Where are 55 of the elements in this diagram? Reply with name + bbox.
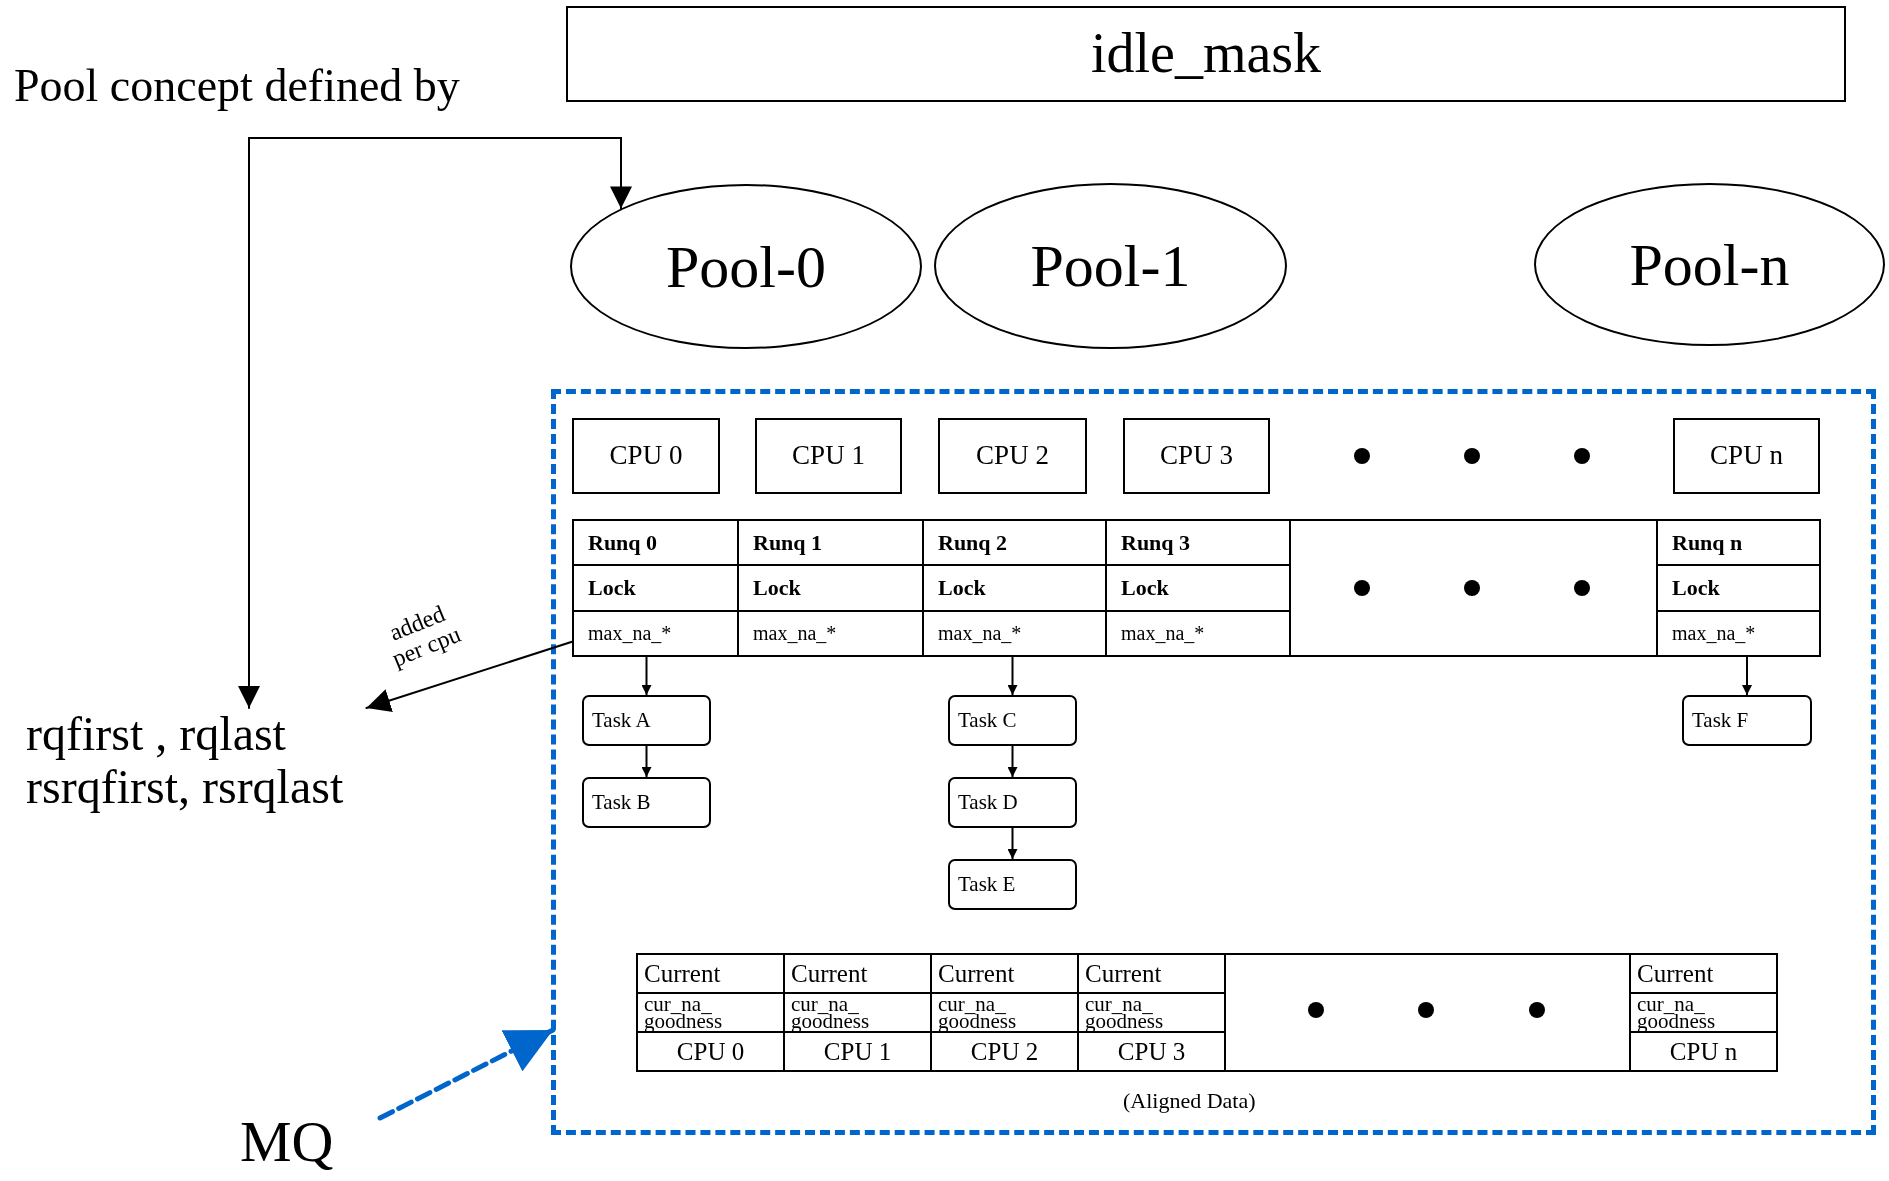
table-cell-text: Runq 1 [752, 528, 824, 557]
field-names-text: rsrqfirst, rsrqlast [26, 760, 345, 814]
cpu-box [1123, 418, 1270, 494]
table-cell-text: Current [790, 959, 869, 989]
arrow [365, 640, 573, 713]
box-label: CPU n [1710, 441, 1783, 471]
arrow [377, 1027, 556, 1121]
box-label: idle_mask [1090, 23, 1322, 85]
table-cell-text: Current [643, 959, 722, 989]
arrow [1742, 656, 1752, 696]
arrow [641, 745, 652, 778]
cpu-box [572, 418, 720, 494]
pool-label: Pool-1 [1030, 233, 1191, 299]
table-cell-text: Runq 0 [587, 528, 659, 557]
box-label: CPU 1 [792, 441, 865, 471]
box-label: CPU 2 [976, 441, 1049, 471]
arrow [641, 656, 652, 696]
cpu-box [755, 418, 902, 494]
field-names-text: MQ [240, 1110, 335, 1174]
runqueue-column [1105, 519, 1291, 657]
current-column [1077, 953, 1226, 1072]
table-cell-text: Current [1084, 959, 1163, 989]
current-column [930, 953, 1079, 1072]
mask-box [566, 6, 1846, 102]
field-names-text: rqfirst , rqlast [26, 708, 287, 761]
runqueue-column [572, 519, 739, 657]
arrow [238, 137, 632, 709]
task-box: Task E [948, 859, 1077, 910]
table-cell-text: Runq n [1671, 528, 1744, 557]
current-column [1629, 953, 1778, 1072]
task-box: Task B [582, 777, 711, 828]
box-label: CPU 0 [609, 441, 683, 471]
table-cell-text: Runq 3 [1120, 528, 1192, 557]
current-column [783, 953, 932, 1072]
arrow [1007, 745, 1018, 778]
task-box: Task A [582, 695, 711, 746]
box-label: CPU 3 [1160, 441, 1233, 471]
task-box: Task F [1682, 695, 1812, 746]
pool-label: Pool-n [1629, 231, 1790, 298]
cpu-box [1673, 418, 1820, 494]
table-cell-text: Current [1636, 959, 1715, 989]
task-box: Task C [948, 695, 1077, 746]
current-column [636, 953, 785, 1072]
runqueue-column [922, 519, 1107, 657]
runqueue-column [737, 519, 924, 657]
pool-label: Pool-0 [666, 233, 826, 300]
runqueue-column [1656, 519, 1821, 657]
table-cell-text: Current [937, 959, 1016, 989]
caption-note: (Aligned Data) [1123, 1088, 1256, 1114]
arrow [1007, 656, 1018, 696]
arrow [1007, 827, 1018, 860]
table-cell-text: Runq 2 [937, 528, 1009, 557]
dashed-container [551, 389, 1876, 1135]
cpu-box [938, 418, 1087, 494]
task-box: Task D [948, 777, 1077, 828]
